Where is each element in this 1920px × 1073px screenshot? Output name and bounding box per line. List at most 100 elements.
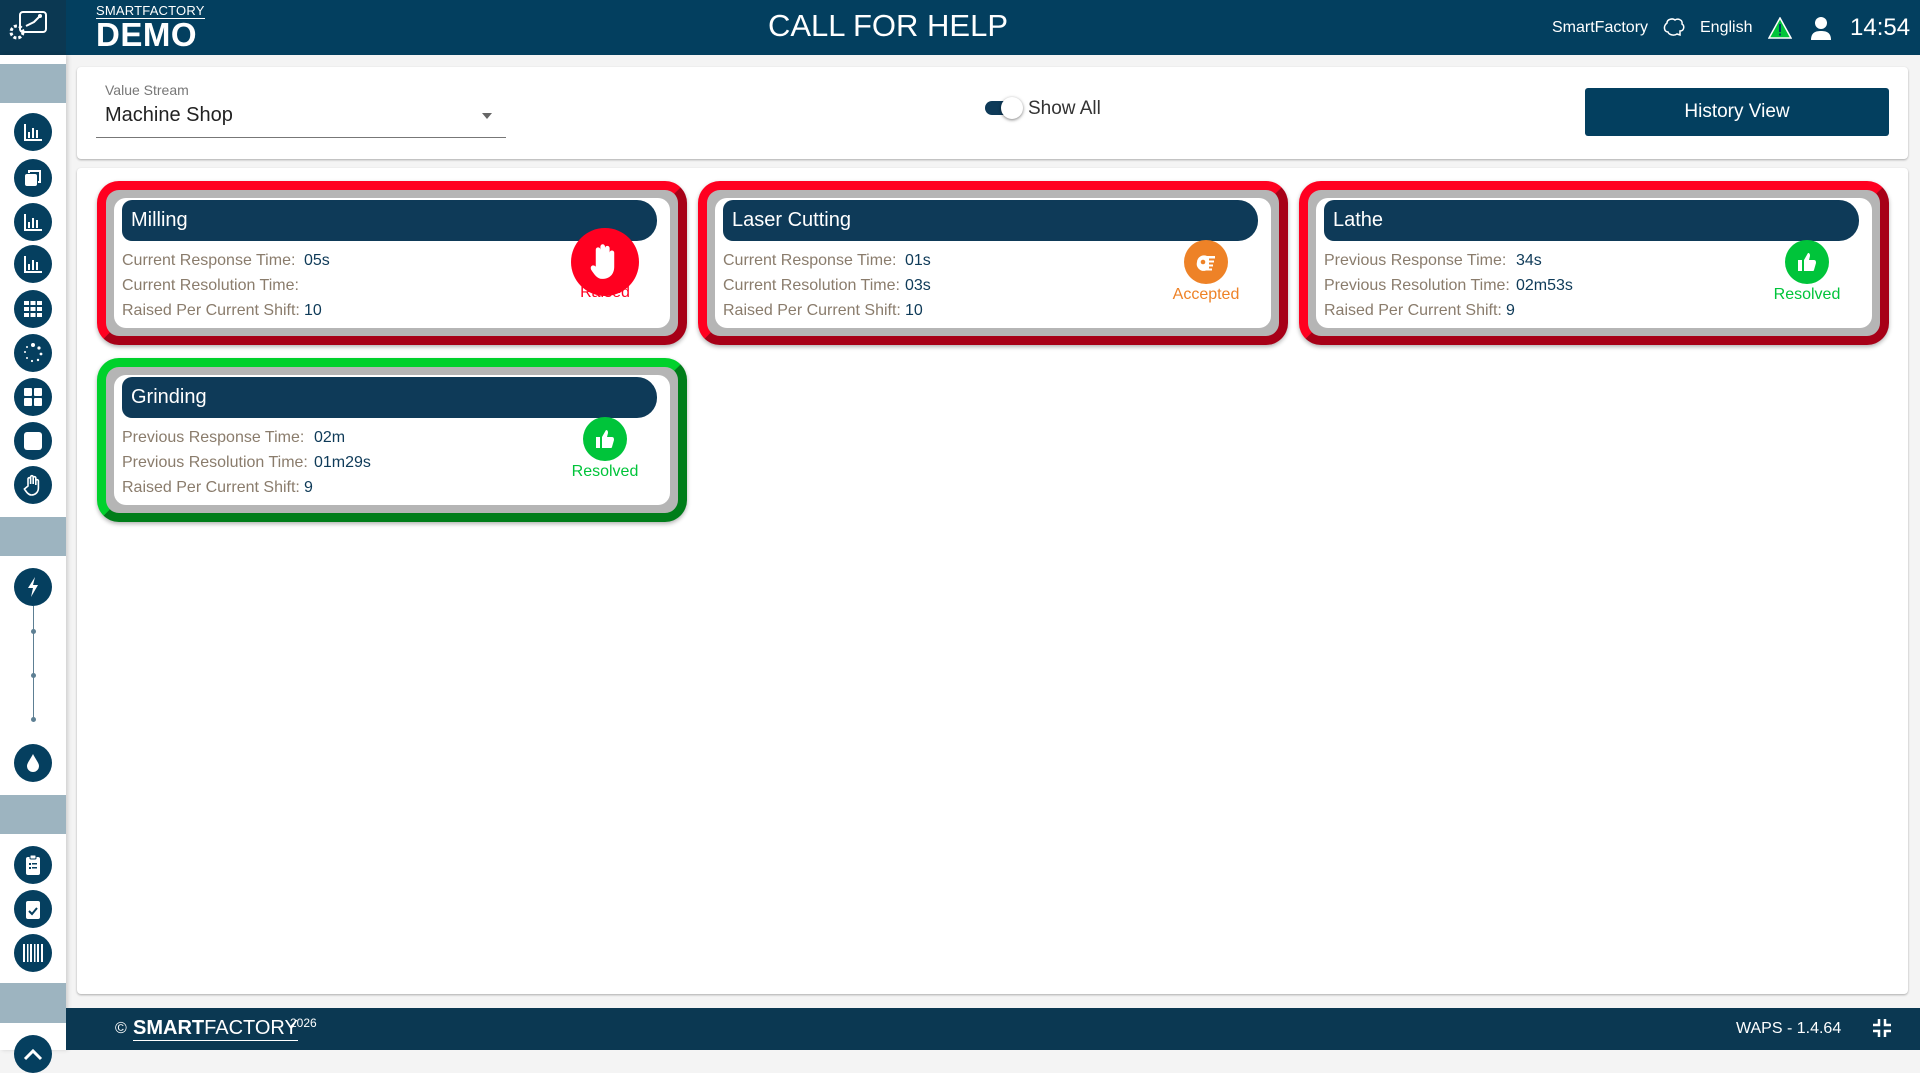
sidebar-section-divider (0, 517, 66, 556)
show-all-toggle[interactable] (985, 97, 1023, 119)
chart-icon[interactable] (14, 245, 52, 283)
metric-label: Raised Per Current Shift: (723, 302, 901, 319)
metric-value: 10 (905, 302, 923, 319)
copy-icon[interactable] (14, 159, 52, 197)
footer-year: 2026 (290, 1016, 317, 1030)
user-icon[interactable] (1810, 0, 1832, 55)
chart-icon[interactable] (14, 203, 52, 241)
metric-label: Current Resolution Time: (723, 277, 900, 294)
value-stream-select[interactable]: Machine Shop (96, 95, 506, 138)
sidebar (0, 55, 66, 1073)
status-indicator[interactable]: Raised (555, 228, 655, 302)
clipboard-check-icon[interactable] (14, 890, 52, 928)
metric-row: Current Response Time: 01s (723, 252, 931, 270)
drop-icon[interactable] (14, 744, 52, 782)
barcode-icon[interactable] (14, 934, 52, 972)
metric-value: 01m29s (314, 454, 371, 471)
metric-value: 02m (314, 429, 346, 446)
chart-icon[interactable] (14, 113, 52, 151)
top-bar: SMARTFACTORY DEMO CALL FOR HELP SmartFac… (0, 0, 1920, 55)
clock: 14:54 (1850, 13, 1911, 41)
metric-row: Previous Resolution Time: 01m29s (122, 454, 371, 472)
timeline-line (33, 606, 34, 720)
page-title: CALL FOR HELP (767, 8, 1009, 43)
timeline-dot[interactable] (31, 673, 36, 678)
sidebar-section-divider (0, 983, 66, 1023)
metric-row: Raised Per Current Shift:10 (122, 302, 322, 320)
metric-label: Previous Response Time: (1324, 252, 1507, 269)
status-label: Resolved (571, 463, 639, 480)
sidebar-section-divider (0, 795, 66, 834)
metric-label: Current Response Time: (723, 252, 897, 269)
status-indicator[interactable]: Resolved (1757, 240, 1857, 304)
metric-value: 34s (1516, 252, 1542, 269)
workstation-name: Milling (122, 200, 657, 241)
metric-row: Raised Per Current Shift:9 (1324, 302, 1515, 320)
footer: © SMARTFACTORY 2026 WAPS - 1.4.64 (66, 1008, 1920, 1050)
toggle-knob (1001, 97, 1023, 119)
metric-label: Raised Per Current Shift: (1324, 302, 1502, 319)
brand-top: SMARTFACTORY (96, 3, 205, 19)
workstation-name: Laser Cutting (723, 200, 1258, 241)
collapse-icon[interactable] (1872, 1018, 1892, 1043)
metric-row: Current Resolution Time: 03s (723, 277, 931, 295)
status-label: Raised (580, 284, 630, 301)
smartfactory-logo-icon (9, 11, 47, 40)
show-all-label: Show All (1028, 98, 1101, 119)
metric-value: 9 (1506, 302, 1515, 319)
metric-label: Current Resolution Time: (122, 277, 299, 294)
lightning-icon[interactable] (14, 568, 52, 606)
footer-brand-light: FACTORY (204, 1017, 298, 1039)
value-stream-label: Value Stream (105, 82, 189, 98)
footer-brand[interactable]: SMARTFACTORY (133, 1017, 298, 1041)
workstation-name: Lathe (1324, 200, 1859, 241)
clipboard-list-icon[interactable] (14, 846, 52, 884)
app-version: WAPS - 1.4.64 (1736, 1020, 1842, 1037)
hand-icon (571, 228, 639, 296)
metric-value: 01s (905, 252, 931, 269)
metric-label: Raised Per Current Shift: (122, 302, 300, 319)
metric-row: Previous Response Time: 34s (1324, 252, 1542, 270)
chevron-up-icon[interactable] (14, 1035, 52, 1073)
hand-icon[interactable] (14, 466, 52, 504)
brand-bottom: DEMO (96, 16, 197, 53)
app-logo[interactable] (0, 0, 66, 55)
timeline-dot[interactable] (31, 629, 36, 634)
metric-row: Previous Resolution Time:02m53s (1324, 277, 1573, 295)
metric-label: Previous Response Time: (122, 429, 305, 446)
metric-value: 03s (905, 277, 931, 294)
status-indicator[interactable]: Resolved (555, 417, 655, 481)
site-name[interactable]: SmartFactory (1552, 18, 1649, 36)
timeline-dot[interactable] (31, 717, 36, 722)
metric-value: 05s (304, 252, 330, 269)
pointing-hand-icon (1184, 240, 1228, 284)
square-icon[interactable] (14, 422, 52, 460)
language-selector[interactable]: English (1700, 18, 1753, 36)
loading-icon[interactable] (14, 334, 52, 372)
status-indicator[interactable]: Accepted (1156, 240, 1256, 304)
thumbs-up-icon (1785, 240, 1829, 284)
metric-value: 9 (304, 479, 313, 496)
chevron-down-icon (482, 113, 492, 124)
workstation-name: Grinding (122, 377, 657, 418)
dashboard-icon[interactable] (14, 378, 52, 416)
sidebar-section-divider (0, 64, 66, 103)
warning-icon[interactable] (1768, 0, 1792, 55)
thumbs-up-icon (583, 417, 627, 461)
metric-row: Raised Per Current Shift:10 (723, 302, 923, 320)
metric-label: Previous Resolution Time: (122, 454, 308, 471)
metric-label: Current Response Time: (122, 252, 296, 269)
metric-row: Raised Per Current Shift:9 (122, 479, 313, 497)
metric-row: Current Resolution Time: (122, 277, 299, 295)
filter-panel: Value Stream Machine Shop Show All Histo… (77, 67, 1908, 159)
history-view-button[interactable]: History View (1585, 88, 1889, 136)
grid-icon[interactable] (14, 290, 52, 328)
brain-icon[interactable] (1661, 0, 1687, 55)
